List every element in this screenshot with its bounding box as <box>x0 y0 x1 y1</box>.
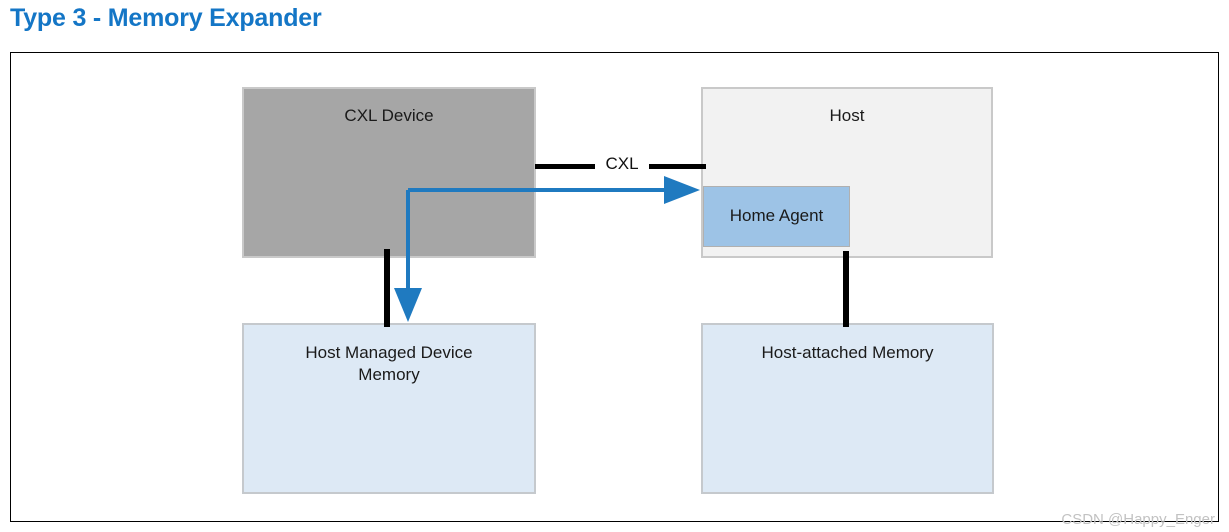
connector-cxl-link-right-segment <box>647 164 706 169</box>
node-host-attached-memory-label: Host-attached Memory <box>761 343 934 362</box>
connector-device-to-hdm <box>384 249 390 327</box>
connector-cxl-label: CXL <box>595 154 649 174</box>
node-host-managed-device-memory-label: Host Managed Device Memory <box>305 343 473 385</box>
node-home-agent-label: Home Agent <box>729 206 824 225</box>
node-home-agent[interactable]: Home Agent <box>703 186 850 247</box>
node-host-managed-device-memory[interactable]: Host Managed Device Memory <box>242 323 536 494</box>
node-cxl-device-label: CXL Device <box>344 106 434 125</box>
connector-cxl-link-left-segment <box>535 164 597 169</box>
watermark: CSDN @Happy_Enger <box>1061 511 1215 528</box>
node-cxl-device[interactable]: CXL Device <box>242 87 536 258</box>
node-host[interactable]: Host Home Agent <box>701 87 993 258</box>
connector-host-to-ham <box>843 251 849 327</box>
node-host-label: Host <box>829 106 865 125</box>
diagram-frame: CXL Device Host Home Agent Host Managed … <box>10 52 1219 522</box>
page-title: Type 3 - Memory Expander <box>10 4 322 32</box>
node-host-attached-memory[interactable]: Host-attached Memory <box>701 323 994 494</box>
